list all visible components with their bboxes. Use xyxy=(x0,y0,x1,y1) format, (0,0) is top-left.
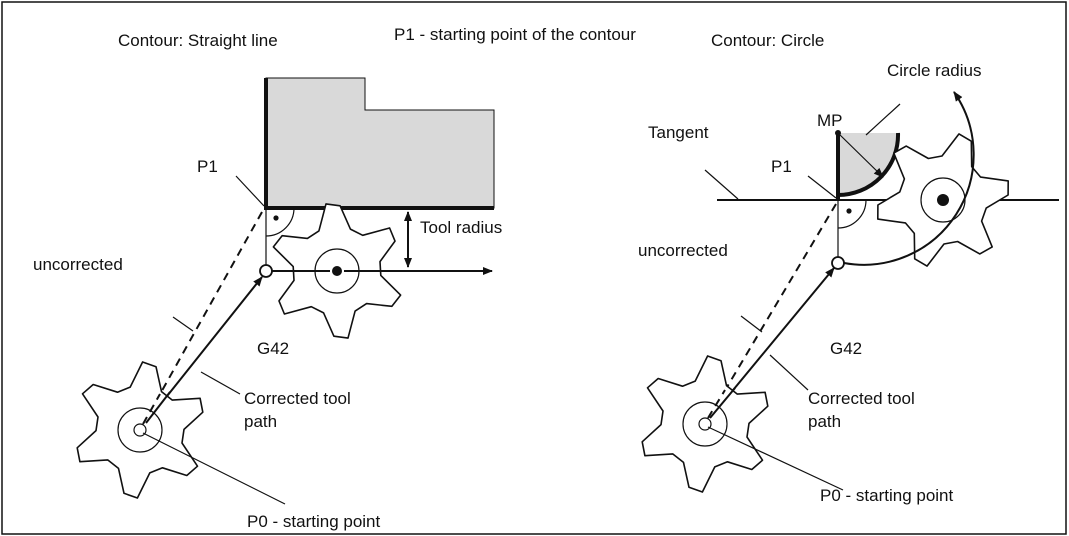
leader-corrected-right xyxy=(769,354,809,391)
uncorrected-over-tool-left xyxy=(142,393,161,425)
mp-point xyxy=(835,130,841,136)
corrected-arc-path-right xyxy=(843,91,975,266)
corrected-right-label-1: Corrected tool xyxy=(808,389,915,408)
leader-circle-radius xyxy=(865,103,901,136)
p1-note: P1 - starting point of the contour xyxy=(394,25,636,44)
p1-corrected-point-left xyxy=(259,264,273,278)
tool-inner-right-start xyxy=(698,417,712,431)
tool-radius-label: Tool radius xyxy=(420,218,502,237)
p0-right-label: P0 - starting point xyxy=(820,486,954,505)
corrected-approach-over-tool-left xyxy=(145,391,171,424)
corrected-right-label-2: path xyxy=(808,412,841,431)
uncorrected-left-label: uncorrected xyxy=(33,255,123,274)
leader-p0-left xyxy=(142,432,286,505)
leader-uncorrected-right xyxy=(740,315,763,333)
corrected-left-label-2: path xyxy=(244,412,277,431)
tool-ring-right-start xyxy=(682,401,728,447)
g42-left-label: G42 xyxy=(257,339,289,358)
right-angle-right xyxy=(837,199,867,229)
tool-center-left-contour xyxy=(332,266,342,276)
leader-p0-right xyxy=(707,426,844,491)
right-angle-dot-left xyxy=(273,215,279,221)
mp-label: MP xyxy=(817,111,843,130)
leader-tangent xyxy=(704,169,739,200)
mp-radius-line xyxy=(837,132,884,178)
right-angle-left xyxy=(265,207,295,237)
p1-right-label: P1 xyxy=(771,157,792,176)
tool-inner-left-start xyxy=(133,423,147,437)
g42-right-label: G42 xyxy=(830,339,862,358)
uncorrected-over-tool-right xyxy=(707,389,726,419)
tool-gear-at-start-right xyxy=(641,355,769,493)
corrected-approach-over-tool-right xyxy=(709,387,736,419)
corrected-left-label-1: Corrected tool xyxy=(244,389,351,408)
workpiece-left xyxy=(265,77,495,209)
uncorrected-right-label: uncorrected xyxy=(638,241,728,260)
tool-ring-left-start xyxy=(117,407,163,453)
contour-line-title: Contour: Straight line xyxy=(118,31,278,50)
leader-p1-right xyxy=(807,175,837,199)
right-angle-dot-right xyxy=(846,208,852,214)
tool-gear-at-start-left xyxy=(76,361,204,499)
tangent-label: Tangent xyxy=(648,123,709,142)
tool-center-right-contour xyxy=(937,194,949,206)
circle-radius-label: Circle radius xyxy=(887,61,981,80)
p0-left-label: P0 - starting point xyxy=(247,512,381,531)
p1-corrected-point-right xyxy=(831,256,845,270)
leader-corrected-left xyxy=(200,371,241,395)
contour-circle-title: Contour: Circle xyxy=(711,31,824,50)
p1-left-label: P1 xyxy=(197,157,218,176)
leader-p1-left xyxy=(235,175,265,207)
leader-uncorrected-left xyxy=(172,316,194,332)
